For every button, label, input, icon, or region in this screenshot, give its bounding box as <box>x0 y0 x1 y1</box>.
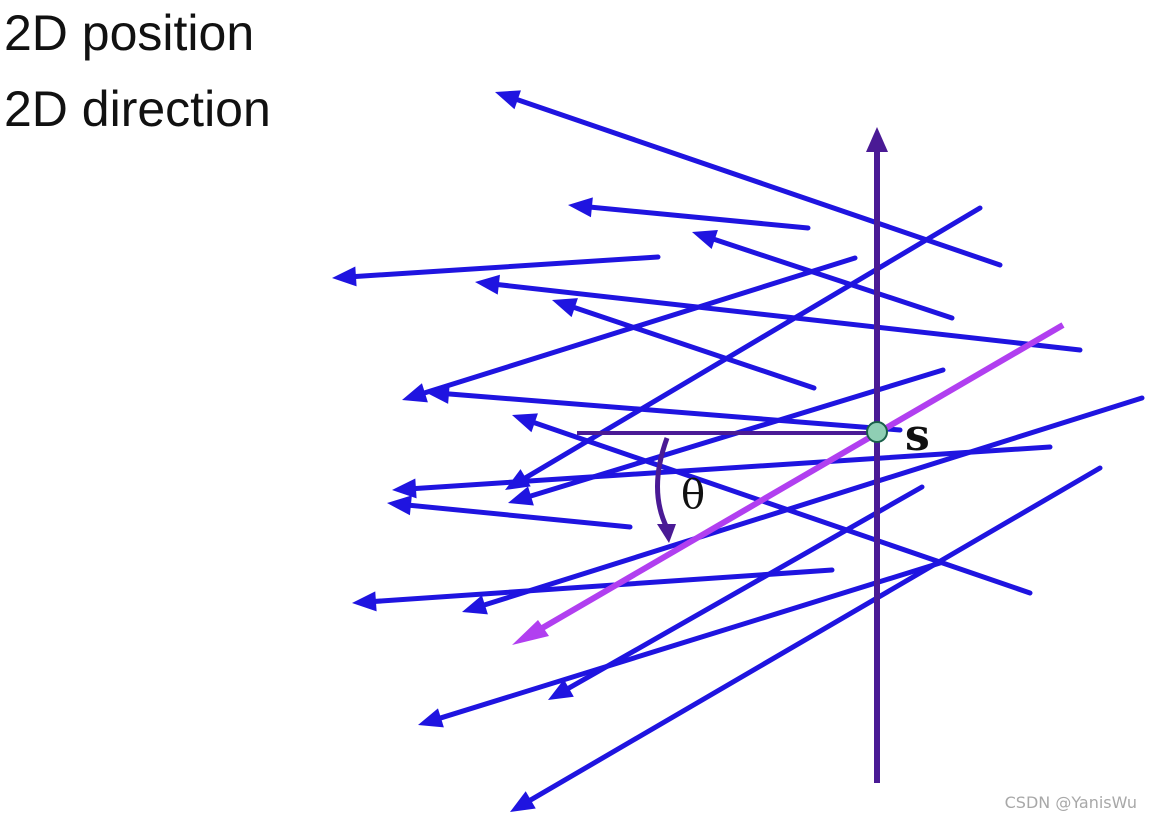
ray-line <box>442 391 903 433</box>
heading-2d-direction: 2D direction <box>4 81 271 137</box>
ray-line <box>434 560 943 722</box>
ray-line <box>562 484 925 693</box>
ray-line <box>404 502 633 530</box>
ray-arrowhead <box>508 486 534 506</box>
ray-arrowhead <box>552 298 578 318</box>
angle-arc-arrow <box>655 437 676 543</box>
ray-arrowhead <box>548 679 574 700</box>
ray-line <box>708 235 955 321</box>
ray-line <box>478 395 1145 609</box>
ray-arrowhead <box>495 90 521 110</box>
ray-line <box>528 418 1033 596</box>
ray-arrowhead <box>418 708 444 728</box>
ray-line <box>349 254 661 280</box>
highlighted-ray <box>512 322 1065 645</box>
position-point-s <box>866 421 888 443</box>
ray-arrowhead <box>392 478 417 499</box>
ray-line <box>418 255 858 397</box>
heading-2d-position: 2D position <box>4 5 255 61</box>
ray-arrowhead <box>510 791 536 812</box>
ray-arrowhead <box>402 383 428 403</box>
ray-arrowhead <box>332 266 357 287</box>
angle-label-theta: θ <box>681 472 705 518</box>
ray-arrowhead <box>475 274 500 295</box>
ray-arrowhead <box>425 383 450 404</box>
ray-arrowhead <box>387 495 412 516</box>
ray-line <box>492 281 1083 353</box>
vertical-axis <box>866 127 888 783</box>
ray-line <box>409 444 1053 492</box>
ray-line <box>369 567 835 605</box>
ray-line <box>585 204 811 231</box>
ray-line <box>524 465 1103 805</box>
ray-bundle <box>332 90 1145 812</box>
ray-line <box>568 303 817 391</box>
ray-arrowhead <box>692 230 718 250</box>
ray-arrowhead <box>462 595 488 615</box>
ray-arrowhead <box>352 591 377 612</box>
ray-arrowhead <box>512 413 538 433</box>
ray-arrowhead <box>568 197 593 218</box>
ray-line <box>511 95 1003 268</box>
point-label-s: s <box>905 410 930 461</box>
watermark: CSDN @YanisWu <box>1004 793 1137 812</box>
